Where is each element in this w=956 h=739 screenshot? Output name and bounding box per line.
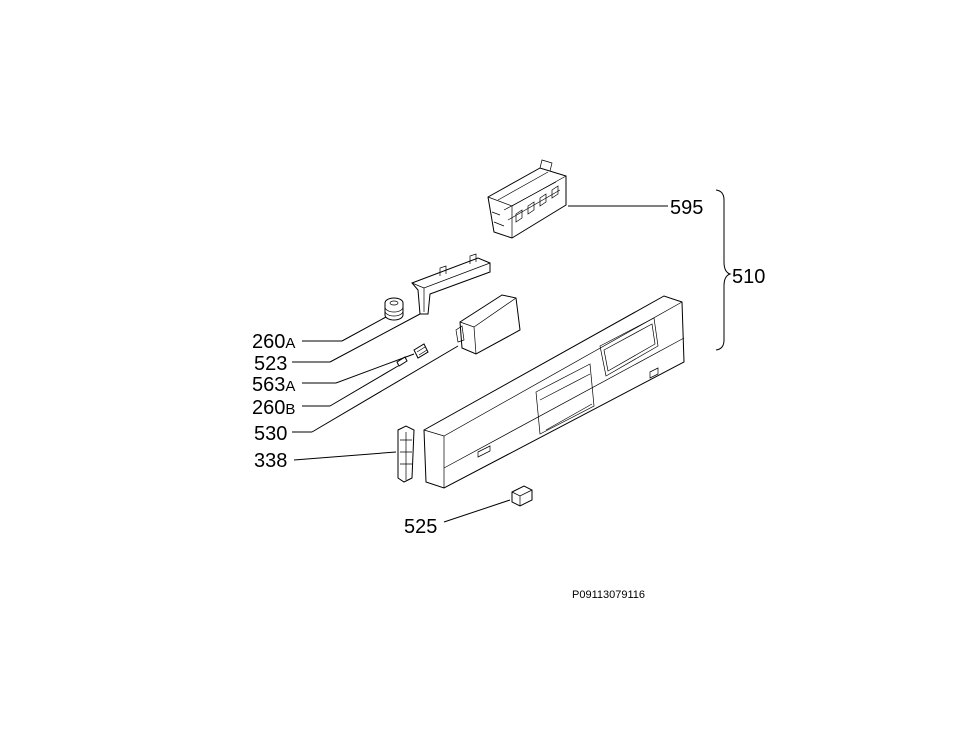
part-control-panel xyxy=(423,295,685,489)
leader-lines xyxy=(292,205,668,523)
part-563a-spring xyxy=(413,343,429,359)
callout-595: 595 xyxy=(670,197,703,219)
part-523-bracket xyxy=(411,253,491,315)
callout-525: 525 xyxy=(404,516,437,538)
part-260a-knob xyxy=(384,297,404,321)
part-525-button xyxy=(511,485,533,507)
part-530-housing xyxy=(455,294,521,355)
callout-563a: 563A xyxy=(252,374,295,396)
part-595-electronic-module xyxy=(487,159,567,239)
callout-338: 338 xyxy=(254,450,287,472)
part-338-strip xyxy=(397,425,415,483)
bracket-510 xyxy=(715,189,732,351)
callout-510: 510 xyxy=(732,266,765,288)
callout-523: 523 xyxy=(254,353,287,375)
callout-530: 530 xyxy=(254,423,287,445)
callout-260a: 260A xyxy=(252,331,295,353)
callout-260b: 260B xyxy=(252,397,295,419)
drawing-code: P09113079116 xyxy=(572,589,645,601)
